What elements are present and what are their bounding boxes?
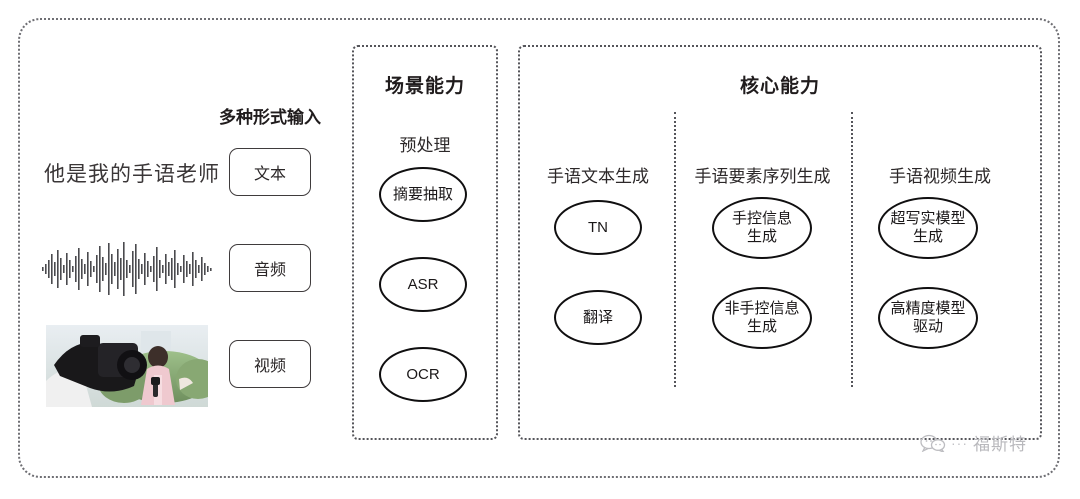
input-box-text[interactable]: 文本: [229, 148, 311, 196]
node-photorealistic-model-generation[interactable]: 超写实模型 生成: [878, 197, 978, 259]
node-non-manual-info-generation[interactable]: 非手控信息 生成: [712, 287, 812, 349]
node-summary-extraction[interactable]: 摘要抽取: [379, 167, 467, 222]
node-ocr[interactable]: OCR: [379, 347, 467, 402]
panel-core-title: 核心能力: [739, 76, 820, 97]
panel-core-capability: 核心能力 手语文本生成 TN 翻译 手语要素序列生成 手控信息 生成 非手控信息…: [518, 45, 1042, 440]
input-section-heading: 多种形式输入: [219, 108, 321, 127]
audio-waveform-icon: [42, 242, 212, 296]
wechat-bubble-icon: [920, 434, 946, 452]
panel-scene-capability: 场景能力 预处理 摘要抽取 ASR OCR: [352, 45, 498, 440]
node-asr[interactable]: ASR: [379, 257, 467, 312]
watermark-dots: ···: [951, 434, 968, 451]
group-label-sign-video-generation: 手语视频生成: [889, 167, 991, 186]
group-label-sign-element-sequence-generation: 手语要素序列生成: [694, 167, 831, 186]
group-label-sign-text-generation: 手语文本生成: [547, 167, 649, 186]
diagram-frame: [18, 18, 1060, 478]
video-thumbnail: [46, 325, 208, 407]
column-divider-1: [674, 112, 676, 387]
node-manual-info-generation[interactable]: 手控信息 生成: [712, 197, 812, 259]
watermark-text: 福斯特: [973, 435, 1027, 454]
group-label-preprocess: 预处理: [399, 136, 451, 155]
input-box-audio[interactable]: 音频: [229, 244, 311, 292]
input-sample-text: 他是我的手语老师: [44, 163, 220, 186]
watermark: ··· 福斯特: [920, 430, 1027, 455]
node-high-precision-model-driving[interactable]: 高精度模型 驱动: [878, 287, 978, 349]
input-box-video[interactable]: 视频: [229, 340, 311, 388]
node-translation[interactable]: 翻译: [554, 290, 642, 345]
panel-scene-title: 场景能力: [384, 76, 465, 97]
column-divider-2: [851, 112, 853, 387]
node-tn[interactable]: TN: [554, 200, 642, 255]
